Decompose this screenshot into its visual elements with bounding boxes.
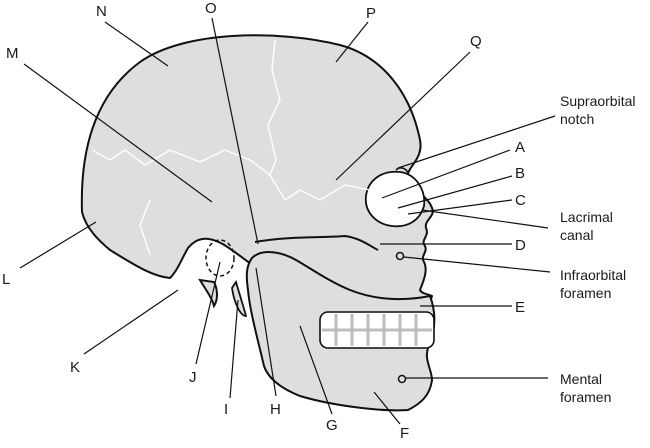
skull-drawing	[80, 34, 436, 412]
external-acoustic-meatus	[205, 239, 235, 277]
zygomatic-arch	[254, 234, 379, 251]
leader-L	[19, 221, 97, 269]
leader-G	[299, 325, 333, 415]
leader-B	[397, 175, 513, 209]
leader-lacrimal	[421, 209, 549, 229]
teeth-lines	[322, 314, 432, 346]
label-C: C	[515, 192, 526, 209]
label-N: N	[96, 3, 107, 20]
label-I: I	[224, 401, 228, 418]
leader-A	[381, 149, 511, 199]
label-L: L	[2, 271, 10, 288]
label-J: J	[189, 369, 197, 386]
mental-foramen	[397, 374, 407, 384]
leader-K	[83, 289, 179, 355]
leader-infraorbital	[403, 256, 551, 273]
note-mental-line1: Mental	[560, 371, 602, 387]
label-M: M	[6, 45, 19, 62]
sutures	[91, 39, 371, 256]
label-K: K	[70, 359, 80, 376]
label-G: G	[326, 417, 338, 434]
label-E: E	[515, 299, 525, 316]
note-lacrimal-line1: Lacrimal	[560, 209, 613, 225]
leader-J	[195, 261, 221, 365]
named-labels: Supraorbital notch Lacrimal canal Infrao…	[560, 93, 636, 405]
leader-F	[373, 391, 401, 425]
leader-Q	[335, 51, 471, 181]
leader-supraorbital	[397, 115, 556, 169]
label-B: B	[515, 165, 525, 182]
leader-N	[104, 21, 169, 67]
note-lacrimal-line2: canal	[560, 227, 593, 243]
label-D: D	[515, 237, 526, 254]
letter-labels: N O P M Q A B C D E F G H I J K L	[2, 0, 526, 442]
leader-C	[407, 199, 513, 215]
infraorbital-foramen	[395, 251, 405, 261]
mastoid-process	[198, 278, 218, 309]
leader-I	[229, 299, 239, 399]
leader-lines	[19, 17, 556, 425]
label-Q: Q	[470, 33, 482, 50]
note-supraorbital-line2: notch	[560, 111, 594, 127]
note-infraorbital-line2: foramen	[560, 285, 611, 301]
label-P: P	[366, 5, 376, 22]
leader-O	[211, 17, 259, 245]
leader-H	[255, 267, 277, 397]
cranium-outline	[80, 34, 434, 311]
note-mental-line2: foramen	[560, 389, 611, 405]
label-F: F	[400, 425, 409, 442]
orbit	[364, 170, 426, 228]
leader-P	[335, 21, 369, 63]
styloid-process	[231, 279, 248, 317]
label-A: A	[515, 139, 525, 156]
note-supraorbital-line1: Supraorbital	[560, 93, 636, 109]
note-infraorbital-line1: Infraorbital	[560, 267, 626, 283]
label-O: O	[205, 0, 217, 17]
leader-M	[23, 63, 213, 203]
supraorbital-notch	[395, 167, 409, 174]
label-H: H	[270, 401, 281, 418]
